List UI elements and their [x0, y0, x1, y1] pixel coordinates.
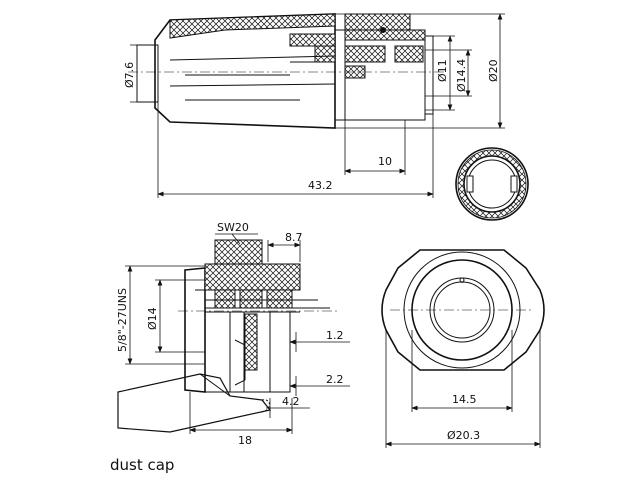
dim-43-2: 43.2	[308, 179, 333, 192]
dim-1-2: 1.2	[326, 329, 344, 342]
dim-d11: Ø11	[436, 59, 449, 82]
dim-d7-6: Ø7.6	[123, 62, 136, 88]
dim-4-2: 4.2	[282, 395, 300, 408]
dim-14-5: 14.5	[452, 393, 477, 406]
top-end-view	[455, 147, 529, 221]
dim-2-2: 2.2	[326, 373, 344, 386]
dust-cap-label: dust cap	[110, 456, 174, 474]
top-side-view: Ø7.6 Ø11 Ø14.4 Ø20 10 43.2	[123, 13, 505, 198]
dim-18: 18	[238, 434, 252, 447]
dim-10: 10	[378, 155, 392, 168]
dim-sw20: SW20	[217, 221, 249, 234]
dim-d20: Ø20	[487, 59, 500, 82]
bottom-section-view: SW20 8.7 5/8"-27UNS Ø14 1.2 2.2 4.2 18 d…	[110, 221, 350, 474]
dim-thread: 5/8"-27UNS	[116, 288, 129, 352]
dim-d14: Ø14	[146, 307, 159, 330]
bottom-end-view: 14.5 Ø20.3	[381, 249, 545, 448]
dim-8-7: 8.7	[285, 231, 303, 244]
dim-d14-4: Ø14.4	[455, 59, 468, 92]
dim-d20-3: Ø20.3	[447, 429, 480, 442]
